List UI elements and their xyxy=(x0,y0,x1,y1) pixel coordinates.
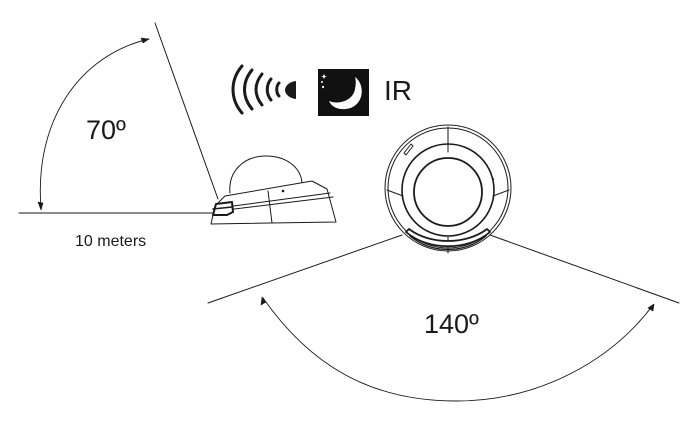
left-fov-line xyxy=(207,234,403,304)
ir-label: IR xyxy=(384,75,412,106)
dome-camera-top-icon xyxy=(384,124,512,254)
night-moon-icon xyxy=(318,69,369,116)
arrowhead-left xyxy=(260,296,267,306)
arrowhead-bottom xyxy=(37,201,44,211)
dome-camera-side-icon xyxy=(210,155,337,225)
vertical-angle-arc xyxy=(39,38,150,209)
horizontal-angle-label: 140º xyxy=(424,309,479,339)
ir-indicator xyxy=(231,64,369,116)
right-fov-line xyxy=(489,234,680,304)
signal-waves-icon xyxy=(231,64,296,115)
distance-label: 10 meters xyxy=(75,233,147,250)
top-view-fov xyxy=(207,234,680,402)
arrowhead-right xyxy=(647,303,655,312)
upper-fov-line xyxy=(154,22,219,200)
vertical-angle-label: 70º xyxy=(86,115,126,145)
horizontal-angle-arc xyxy=(262,297,654,402)
side-view xyxy=(18,22,337,225)
arrowhead-top xyxy=(140,37,150,44)
